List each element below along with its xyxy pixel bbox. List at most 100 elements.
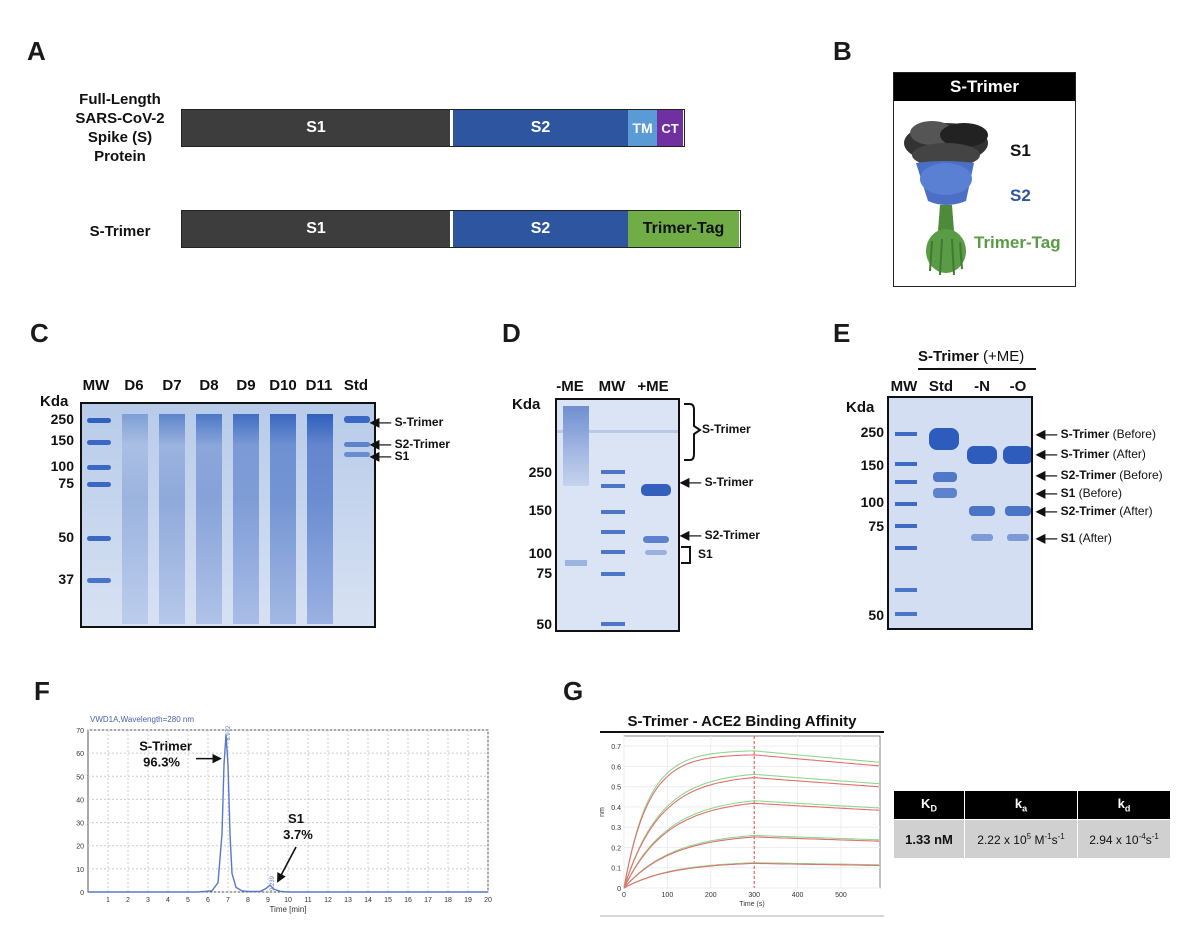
- marker-d-250: 250: [528, 464, 552, 480]
- gel-e-annot-2-name: S-Trimer: [1060, 447, 1110, 461]
- x-tick-label: 15: [384, 897, 392, 904]
- gel-e-annot-3-state: (Before): [1119, 468, 1163, 482]
- gel-e-n-s2-band: [969, 506, 995, 516]
- gel-d-lane-minus-me-band: [565, 560, 587, 566]
- gel-e-n-s-trimer-band: [967, 446, 997, 464]
- gel-e-n-s1-band: [971, 534, 993, 541]
- marker-c-50: 50: [58, 529, 74, 545]
- x-tick-label: 16: [404, 897, 412, 904]
- s-trimer-row-label: S-Trimer: [89, 223, 151, 240]
- s-trimer-structure-image: [904, 121, 988, 276]
- gel-c-lane-d8: [196, 414, 222, 624]
- gel-c-ladder-band: [87, 578, 111, 583]
- x-tick-label: 1: [106, 897, 110, 904]
- gel-e-annot-1: ◀— S-Trimer (Before): [1036, 427, 1156, 441]
- x-tick-label: 7: [226, 897, 230, 904]
- s2-domain: S2: [453, 110, 628, 146]
- kinetics-value-ka-base: 2.22 x 10: [977, 832, 1027, 847]
- kinetics-value-ka-exp: 5: [1026, 831, 1032, 841]
- panel-e-header: S-Trimer (+ME): [918, 348, 1024, 365]
- kinetics-table: KD ka kd 1.33 nM 2.22 x 105 M-1s-1 2.94 …: [893, 790, 1171, 859]
- lane-d-mw: MW: [598, 378, 626, 395]
- lane-e-mw: MW: [890, 378, 918, 395]
- gel-c-annot-s-trimer-text: S-Trimer: [394, 415, 444, 429]
- gel-e-o-s1-band: [1007, 534, 1029, 541]
- gel-e-ladder-band: [895, 588, 917, 592]
- marker-c-37: 37: [58, 571, 74, 587]
- gel-e-ladder-band: [895, 462, 917, 466]
- gel-e-ladder-band: [895, 502, 917, 506]
- kinetics-value-kd: 1.33 nM: [893, 819, 965, 859]
- lane-c-d11: D11: [305, 377, 333, 394]
- peak-retention-label: 6.972: [226, 725, 232, 741]
- gel-d-annot-s2-trimer-text: S2-Trimer: [704, 528, 760, 542]
- gel-c-ladder-band: [87, 465, 111, 470]
- gel-d-ladder-band: [601, 550, 625, 554]
- x-tick-label: 5: [186, 897, 190, 904]
- kinetics-value-ka-unit2-exp: -1: [1057, 831, 1065, 841]
- x-tick-label: 200: [705, 892, 717, 899]
- gel-d-ladder-band: [601, 622, 625, 626]
- peak-percent-label: 3.7%: [283, 827, 313, 842]
- x-tick-label: 4: [166, 897, 170, 904]
- full-length-label: Full-Length SARS-CoV-2 Spike (S) Protein: [60, 90, 180, 166]
- gel-e-annot-2: ◀— S-Trimer (After): [1036, 447, 1146, 461]
- gel-c-lane-d9: [233, 414, 259, 624]
- x-tick-label: 11: [304, 897, 311, 904]
- gel-c-std-band: [344, 442, 370, 447]
- gel-e-std-s1-band: [933, 488, 957, 498]
- kinetics-value-kd2-unit-exp: -1: [1151, 831, 1159, 841]
- kinetics-value-kd2-exp: -4: [1138, 831, 1146, 841]
- full-length-line1: Full-Length: [79, 91, 161, 108]
- gel-c-ladder-band: [87, 536, 111, 541]
- marker-d-100: 100: [528, 545, 552, 561]
- gel-d-ladder-band: [601, 572, 625, 576]
- gel-d-s-trimer-band: [641, 484, 671, 496]
- chart-title: S-Trimer - ACE2 Binding Affinity: [628, 713, 858, 730]
- tm-domain: TM: [628, 110, 657, 146]
- gel-c-lane-d7: [159, 414, 185, 624]
- gel-c: [80, 402, 376, 628]
- lane-c-d8: D8: [199, 377, 219, 394]
- gel-c-std-band: [344, 416, 370, 423]
- kinetics-header-kd2-main: k: [1117, 796, 1125, 812]
- y-tick-label: 60: [76, 751, 84, 758]
- lane-e-minus-n: -N: [974, 378, 990, 395]
- peak-percent-label: 96.3%: [143, 755, 180, 770]
- gel-e-annot-3-name: S2-Trimer: [1060, 468, 1116, 482]
- lane-d-plus-me: +ME: [637, 378, 669, 395]
- y-axis-label: nm: [599, 807, 606, 817]
- fit-curve: [623, 836, 880, 889]
- peak-retention-label: 9.239: [270, 875, 276, 891]
- lane-c-d6: D6: [124, 377, 144, 394]
- gel-d: [555, 398, 680, 632]
- gel-e-annot-5-state: (After): [1119, 504, 1153, 518]
- lane-c-d10: D10: [269, 377, 297, 394]
- full-length-line4: Protein: [94, 148, 146, 165]
- kinetics-table-grid: KD ka kd 1.33 nM 2.22 x 105 M-1s-1 2.94 …: [893, 790, 1171, 859]
- x-tick-label: 100: [662, 892, 674, 899]
- x-tick-label: 13: [344, 897, 352, 904]
- kinetics-header-ka-main: k: [1014, 796, 1023, 812]
- full-length-line3: Spike (S): [87, 129, 153, 146]
- gel-e-annot-4-state: (Before): [1078, 486, 1122, 500]
- x-tick-label: 12: [324, 897, 332, 904]
- s1-domain-trimer: S1: [182, 211, 450, 247]
- lane-c-std: Std: [343, 377, 369, 394]
- fit-curve: [623, 862, 880, 889]
- panel-e-header-rule: [918, 368, 1036, 370]
- y-tick-label: 0: [80, 890, 84, 897]
- gel-c-annot-s2-trimer-text: S2-Trimer: [394, 437, 450, 451]
- gel-c-ladder-band: [87, 418, 111, 423]
- gel-e-annot-3: ◀— S2-Trimer (Before): [1036, 468, 1163, 482]
- marker-e-150: 150: [860, 457, 884, 473]
- y-tick-label: 0.7: [611, 744, 621, 751]
- kinetics-value-ka: 2.22 x 105 M-1s-1: [964, 819, 1078, 859]
- gel-d-well-line: [557, 430, 678, 433]
- kinetics-header-kd-main: K: [921, 796, 931, 812]
- x-tick-label: 14: [364, 897, 372, 904]
- panel-c-unit: Kda: [40, 393, 69, 410]
- y-tick-label: 0.5: [611, 785, 621, 792]
- x-tick-label: 17: [424, 897, 432, 904]
- y-tick-label: 20: [76, 844, 84, 851]
